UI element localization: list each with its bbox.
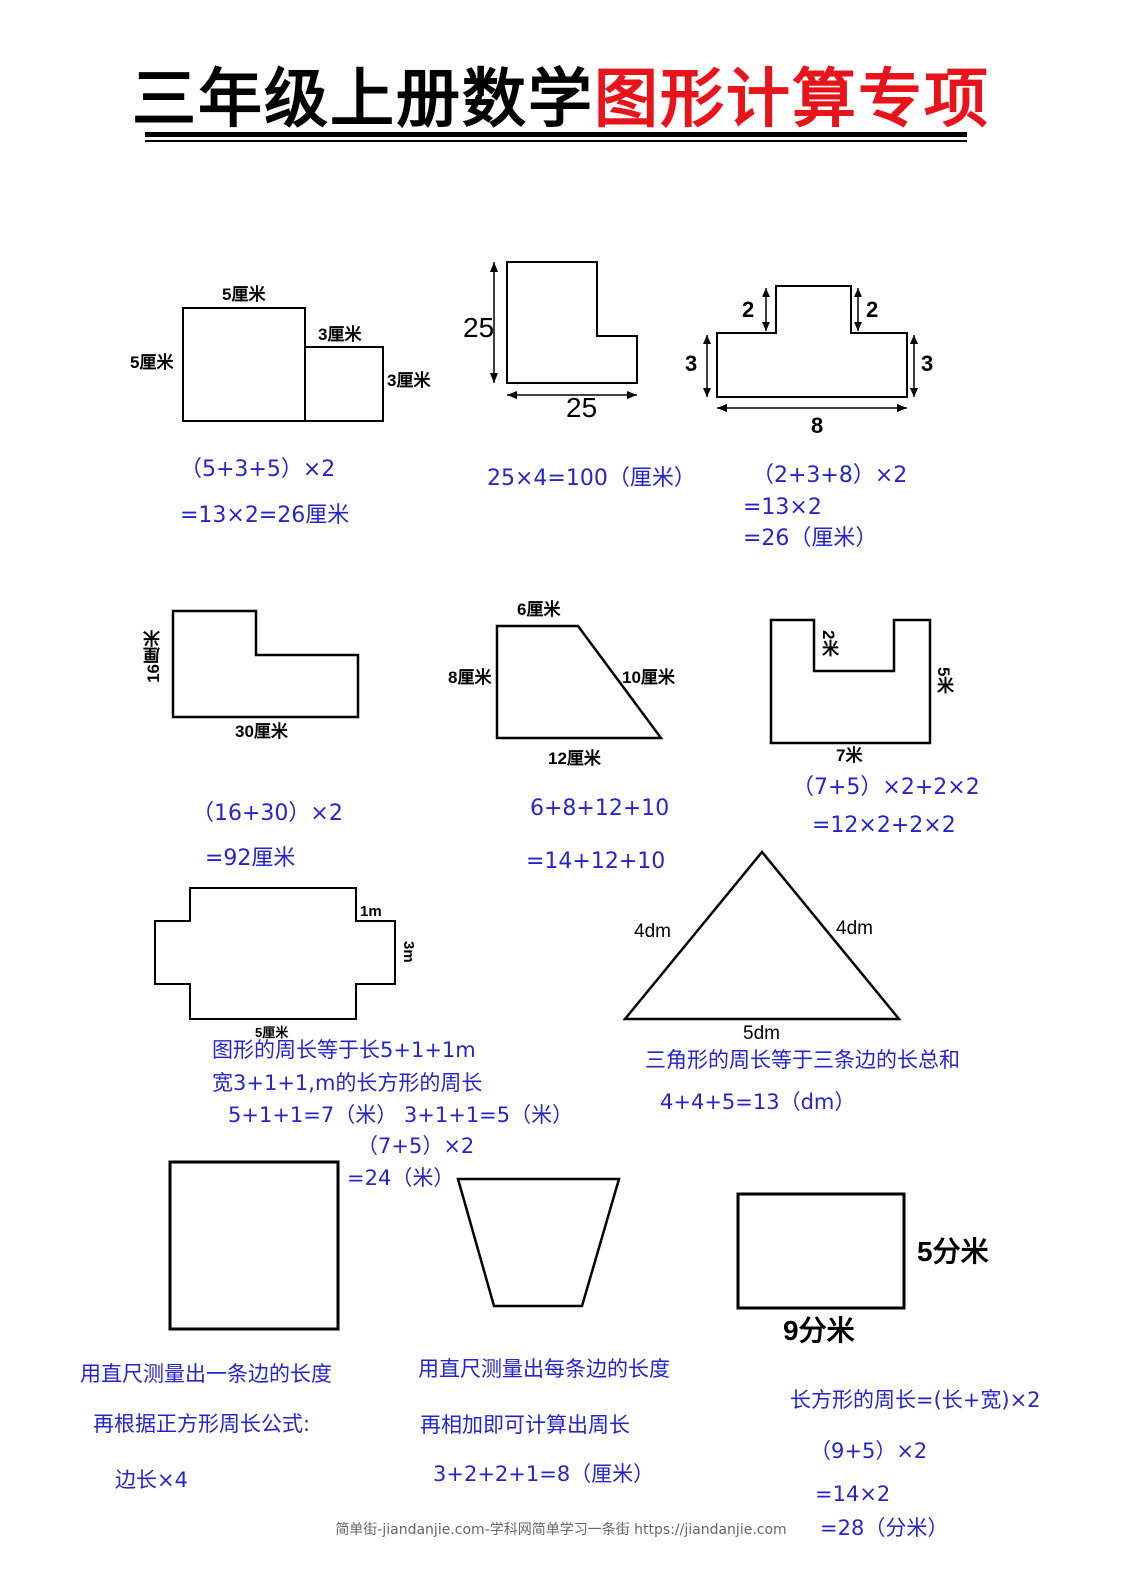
p10-answer-1: 用直尺测量出每条边的长度 xyxy=(418,1357,670,1381)
p4-label-bottom: 30厘米 xyxy=(235,722,288,741)
page-title: 三年级上册数学图形计算专项 xyxy=(0,60,1122,140)
p11-label-height: 5分米 xyxy=(917,1236,989,1267)
p3-answer-3: =26（厘米） xyxy=(743,526,878,551)
p3-label-bottom: 8 xyxy=(811,413,824,438)
p7-answer-4: （7+5）×2 xyxy=(357,1134,475,1158)
p5-answer-2: =14+12+10 xyxy=(526,849,666,874)
p6-answer-2: =12×2+2×2 xyxy=(812,813,956,838)
p9-answer-1: 用直尺测量出一条边的长度 xyxy=(80,1362,332,1386)
p10-answer-3: 3+2+2+1=8（厘米） xyxy=(433,1462,655,1486)
p4-answer-2: =92厘米 xyxy=(205,846,296,871)
p2-label-width: 25 xyxy=(566,392,598,423)
p2-answer-1: 25×4=100（厘米） xyxy=(487,466,696,491)
title-underline-thin xyxy=(145,140,967,142)
p10-answer-2: 再相加即可计算出周长 xyxy=(420,1413,630,1437)
p4-answer-1: （16+30）×2 xyxy=(192,801,343,826)
p3-answer-2: =13×2 xyxy=(743,495,822,520)
p11-answer-1: 长方形的周长=(长+宽)×2 xyxy=(790,1388,1041,1412)
p3-answer-1: （2+3+8）×2 xyxy=(752,463,908,488)
p11-label-width: 9分米 xyxy=(783,1315,855,1346)
p6-label-notch: 2米 xyxy=(819,630,838,657)
p5-label-left: 8厘米 xyxy=(448,668,492,687)
p8-answer-1: 三角形的周长等于三条边的长总和 xyxy=(645,1048,960,1072)
p8-label-bottom: 5dm xyxy=(743,1023,780,1044)
p3-label-step-left: 2 xyxy=(742,297,755,322)
p9-answer-2: 再根据正方形周长公式: xyxy=(93,1412,311,1436)
p5-label-bottom: 12厘米 xyxy=(548,749,601,768)
p6-label-right: 5米 xyxy=(934,667,953,694)
title-red: 图形计算专项 xyxy=(594,63,990,137)
p3-label-step-right: 2 xyxy=(866,297,879,322)
title-underline xyxy=(145,132,967,137)
p9-answer-3: 边长×4 xyxy=(115,1468,188,1492)
p5-answer-1: 6+8+12+10 xyxy=(530,796,670,821)
p7-answer-5: =24（米） xyxy=(347,1166,455,1190)
page-footer: 简单街-jiandanjie.com-学科网简单学习一条街 https://ji… xyxy=(335,1522,787,1538)
p1-label-top-right: 3厘米 xyxy=(318,325,362,344)
title-black: 三年级上册数学 xyxy=(132,63,594,137)
p1-label-left: 5厘米 xyxy=(130,353,174,372)
p11-answer-3: =14×2 xyxy=(815,1482,891,1506)
p7-answer-2: 宽3+1+1,m的长方形的周长 xyxy=(212,1071,483,1095)
p7-label-right: 3m xyxy=(400,941,417,963)
p5-label-top: 6厘米 xyxy=(517,600,561,619)
p1-answer-2: =13×2=26厘米 xyxy=(180,503,350,528)
p3-label-left: 3 xyxy=(685,351,698,376)
p7-label-notch: 1m xyxy=(360,903,382,920)
p7-answer-3: 5+1+1=7（米） 3+1+1=5（米） xyxy=(228,1103,574,1127)
p1-label-right: 3厘米 xyxy=(387,371,431,390)
p5-label-slant: 10厘米 xyxy=(622,668,675,687)
p6-answer-1: （7+5）×2+2×2 xyxy=(792,775,980,800)
p1-label-top-left: 5厘米 xyxy=(222,285,266,304)
p3-label-right: 3 xyxy=(921,351,934,376)
p11-answer-4: =28（分米） xyxy=(820,1516,949,1540)
p8-answer-2: 4+4+5=13（dm） xyxy=(660,1090,856,1114)
p6-label-bottom: 7米 xyxy=(836,746,863,765)
p2-label-height: 25 xyxy=(463,312,495,343)
p7-answer-1: 图形的周长等于长5+1+1m xyxy=(212,1038,476,1062)
p8-label-right: 4dm xyxy=(836,918,873,939)
p7-label-bottom: 5厘米 xyxy=(255,1025,289,1040)
p1-answer-1: （5+3+5）×2 xyxy=(180,457,336,482)
p8-label-left: 4dm xyxy=(634,921,671,942)
p11-answer-2: （9+5）×2 xyxy=(810,1439,928,1463)
